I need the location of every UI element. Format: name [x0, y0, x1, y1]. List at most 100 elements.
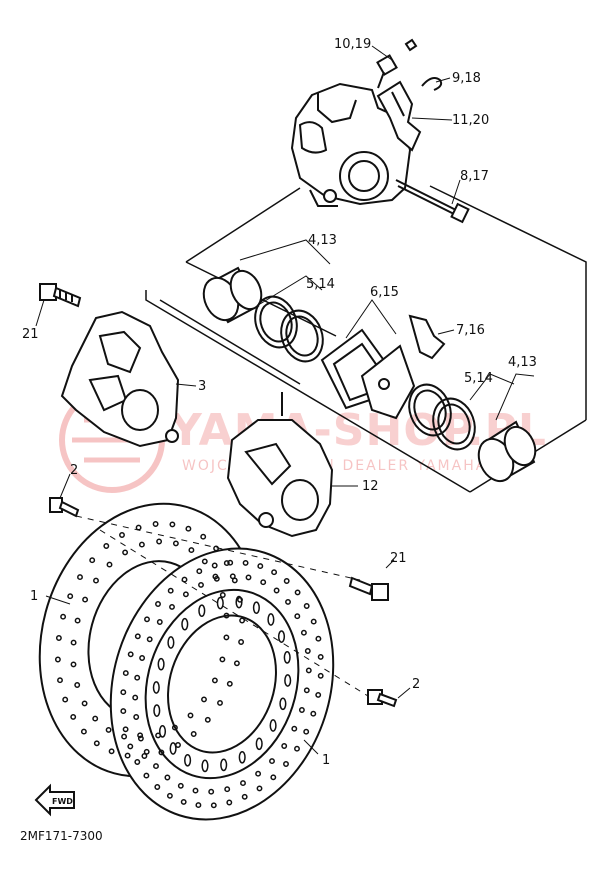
disc-hole	[187, 712, 194, 719]
disc-hole	[138, 541, 145, 548]
brake-pads	[320, 328, 416, 420]
bolt-right	[367, 689, 398, 708]
disc-hole	[108, 748, 115, 755]
disc-hole	[315, 691, 322, 698]
disc-hole	[169, 742, 177, 755]
disc-hole	[144, 616, 150, 623]
bleed-screw	[376, 38, 418, 89]
callout-1-bottom: 1	[322, 753, 330, 768]
callout-1-left: 1	[30, 589, 38, 604]
disc-hole	[211, 562, 218, 569]
disc-hole	[169, 521, 176, 528]
callout-6-15: 6,15	[370, 285, 399, 300]
disc-hole	[120, 689, 127, 696]
piston-top	[202, 266, 263, 324]
disc-hole	[137, 732, 144, 739]
disc-hole	[70, 713, 77, 720]
disc-hole	[229, 573, 236, 580]
callout-3: 3	[198, 379, 206, 394]
disc-hole	[122, 549, 129, 556]
seal-top	[254, 295, 324, 363]
disc-hole	[70, 639, 77, 646]
leader-lines	[35, 45, 535, 755]
disc-hole	[303, 687, 310, 694]
disc-hole	[82, 596, 89, 603]
disc-hole	[303, 603, 310, 609]
disc-hole	[106, 561, 113, 568]
disc-hole	[164, 774, 171, 781]
callout-21-bottom: 21	[390, 551, 407, 566]
disc-hole	[156, 619, 163, 625]
disc-hole	[152, 521, 159, 527]
disc-hole	[182, 591, 189, 598]
disc-hole	[152, 681, 160, 694]
callout-12: 12	[362, 479, 379, 494]
disc-hole	[166, 792, 173, 799]
disc-hole	[54, 656, 61, 663]
pad-shim	[408, 314, 446, 360]
disc-hole	[60, 613, 67, 620]
disc-hole	[190, 731, 197, 737]
disc-hole	[133, 714, 140, 720]
disc-hole	[223, 634, 230, 641]
pin-clip	[421, 77, 443, 91]
caliper-upper	[290, 82, 412, 207]
pad-spring	[376, 80, 422, 152]
disc-hole	[154, 784, 161, 790]
disc-hole	[167, 636, 175, 649]
disc-hole	[93, 577, 99, 584]
brake-disc-front	[109, 547, 335, 821]
disc-hole	[283, 578, 290, 584]
disc-hole	[273, 587, 280, 594]
disc-hole	[201, 759, 209, 773]
disc-hole	[305, 667, 312, 674]
disc-hole	[55, 635, 62, 641]
disc-hole	[211, 677, 218, 684]
disc-hole	[80, 728, 87, 735]
disc-hole	[242, 559, 249, 566]
disc-hole	[195, 802, 202, 809]
disc-hole	[180, 798, 187, 805]
disc-hole	[300, 629, 307, 636]
forward-arrow-label: FWD	[52, 797, 73, 806]
disc-hole	[284, 674, 292, 687]
disc-hole	[143, 772, 150, 779]
disc-hole	[120, 708, 127, 715]
disc-hole	[67, 593, 74, 600]
disc-hole	[245, 574, 252, 581]
pad-pin	[395, 179, 470, 224]
disc-hole	[208, 788, 215, 795]
disc-hole	[134, 633, 141, 640]
disc-hole	[153, 763, 159, 770]
disc-hole	[121, 733, 128, 740]
callout-2-left: 2	[70, 463, 78, 478]
disc-hole	[216, 596, 224, 610]
disc-hole	[198, 604, 206, 618]
disc-hole	[57, 677, 63, 684]
disc-hole	[283, 651, 291, 664]
disc-hole	[279, 697, 287, 711]
disc-hole	[219, 592, 226, 598]
callout-4-13-top: 4,13	[308, 233, 337, 248]
forward-arrow-icon: FWD	[34, 783, 75, 817]
disc-hole	[219, 656, 226, 663]
disc-hole	[156, 538, 163, 545]
disc-hole	[185, 525, 192, 532]
piston-right	[477, 420, 537, 483]
disc-hole	[294, 589, 301, 596]
callout-21-top: 21	[22, 327, 39, 342]
disc-hole	[122, 670, 129, 677]
callout-8-17: 8,17	[460, 169, 489, 184]
disc-hole	[310, 618, 317, 625]
disc-hole	[134, 759, 141, 765]
disc-hole	[298, 707, 305, 713]
bolt-upper	[39, 283, 82, 308]
disc-hole	[294, 745, 300, 752]
disc-hole	[158, 725, 167, 738]
disc-hole	[269, 719, 277, 732]
disc-hole	[310, 710, 317, 717]
disc-hole	[271, 569, 278, 576]
disc-hole	[198, 581, 204, 588]
disc-hole	[124, 752, 131, 759]
